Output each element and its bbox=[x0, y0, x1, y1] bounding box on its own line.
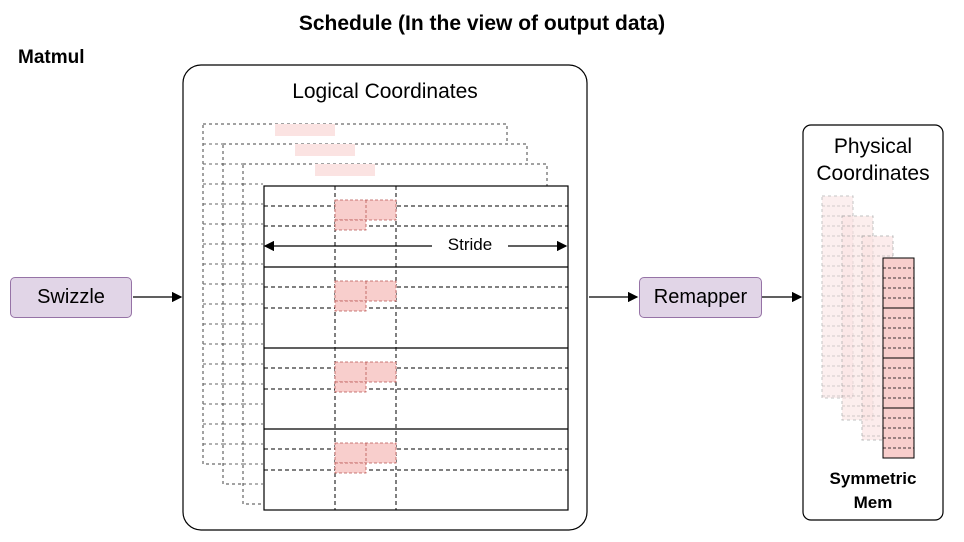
remapper-node[interactable]: Remapper bbox=[639, 277, 762, 318]
symmetric-memory-line2: Mem bbox=[853, 493, 893, 512]
symmetric-memory-stacks bbox=[821, 195, 915, 459]
highlight-tile-tail-4 bbox=[334, 462, 367, 474]
stride-label: Stride bbox=[432, 235, 508, 255]
back-grid-highlight bbox=[315, 164, 375, 176]
physical-coordinates-title: Physical Coordinates bbox=[803, 133, 943, 187]
front-grid bbox=[263, 185, 569, 511]
highlight-tile-3 bbox=[334, 361, 397, 383]
highlight-tile-1 bbox=[334, 199, 397, 221]
diagram-title: Schedule (In the view of output data) bbox=[298, 12, 666, 35]
symmetric-memory-label: Symmetric Mem bbox=[803, 467, 943, 515]
highlight-tile-tail-2 bbox=[334, 300, 367, 312]
back-grid-highlight bbox=[295, 144, 355, 156]
swizzle-label: Swizzle bbox=[37, 286, 105, 308]
section-label: Matmul bbox=[18, 47, 85, 68]
physical-title-line2: Coordinates bbox=[816, 162, 930, 185]
logical-coordinates-title: Logical Coordinates bbox=[292, 80, 478, 103]
remapper-label: Remapper bbox=[653, 286, 748, 308]
highlight-tile-4 bbox=[334, 442, 397, 464]
physical-title-line1: Physical bbox=[833, 135, 913, 158]
swizzle-node[interactable]: Swizzle bbox=[10, 277, 132, 318]
symmetric-memory-line1: Symmetric bbox=[829, 469, 917, 488]
highlight-tile-tail-1 bbox=[334, 219, 367, 231]
highlight-tile-2 bbox=[334, 280, 397, 302]
back-grid-highlight bbox=[275, 124, 335, 136]
highlight-tile-tail-3 bbox=[334, 381, 367, 393]
